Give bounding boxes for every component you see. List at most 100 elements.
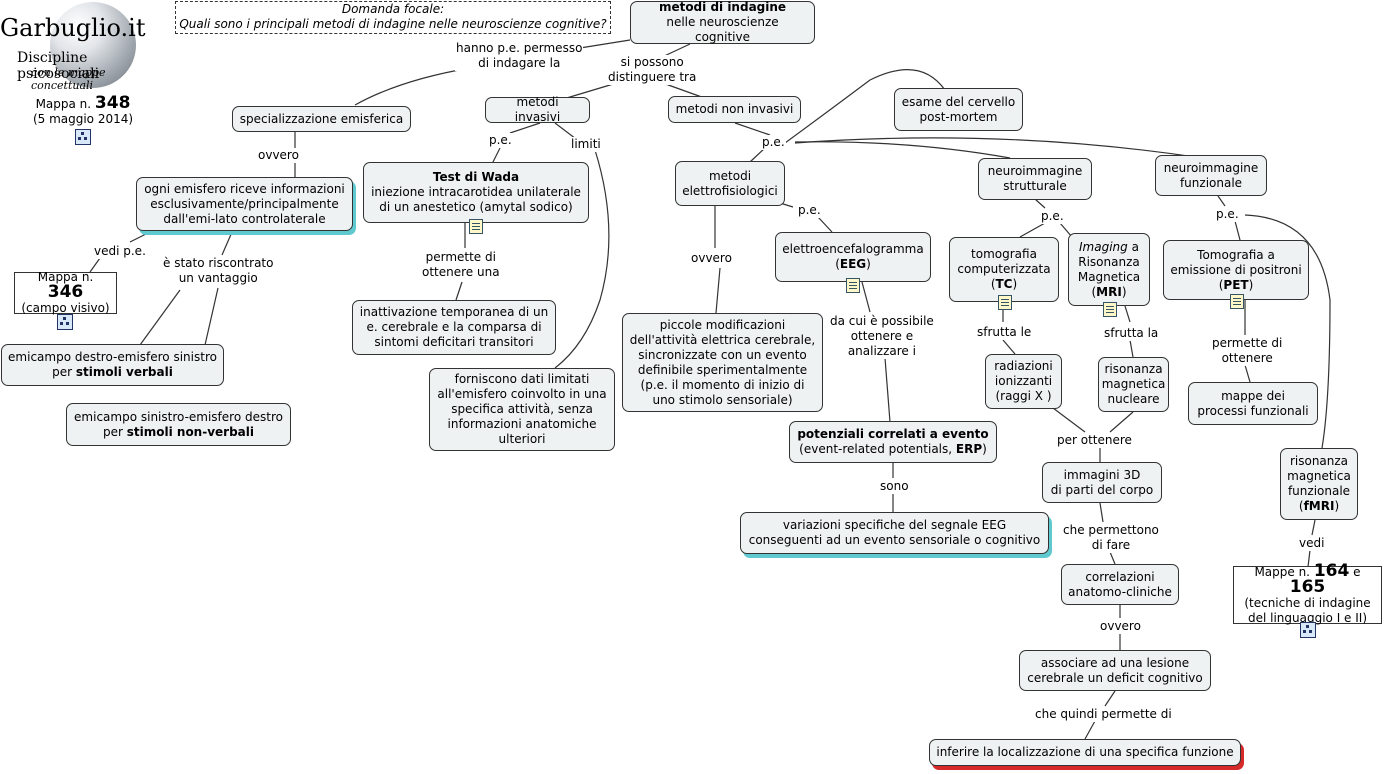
piccole-line: definibile sperimentalmente	[637, 362, 808, 377]
forn-line: all'emisfero coinvolto in una	[437, 387, 607, 401]
piccole-line: sincronizzate con un evento	[638, 347, 807, 362]
map-link-icon[interactable]	[75, 129, 91, 145]
fmri-line: funzionale	[1287, 484, 1351, 498]
associare-line: associare ad una lesione	[1040, 655, 1190, 670]
garbuglio-logo: Garbuglio.it Discipline psicosociali con…	[0, 0, 170, 160]
nonverbali-line1: emicampo sinistro-emisfero destro	[74, 409, 283, 424]
node-forniscono[interactable]: forniscono dati limitati all'emisfero co…	[429, 368, 615, 451]
mri-italic: Imaging	[1079, 239, 1128, 254]
map-link-icon[interactable]	[57, 314, 73, 330]
inatt-line: inattivazione temporanea di un	[359, 305, 549, 319]
variazioni-line: variazioni specifiche del segnale EEG	[782, 518, 1007, 532]
node-associare[interactable]: associare ad una lesione cerebrale un de…	[1019, 650, 1211, 691]
label-pe-2: p.e.	[761, 135, 786, 150]
node-neuro-funzionale[interactable]: neuroimmagine funzionale	[1155, 155, 1267, 196]
node-mri[interactable]: Imaging a Risonanza Magnetica (MRI)	[1068, 233, 1150, 306]
verbali-bold: stimoli verbali	[75, 365, 173, 379]
label-line: permette di	[1212, 336, 1283, 350]
logo-brand: Garbuglio.it	[0, 14, 146, 42]
node-inferire[interactable]: inferire la localizzazione di una specif…	[929, 739, 1241, 766]
ogni-line: ogni emisfero riceve informazioni	[144, 181, 345, 196]
node-mappa-346[interactable]: Mappa n. 346 (campo visivo)	[14, 270, 117, 315]
node-test-wada[interactable]: Test di Wada iniezione intracarotidea un…	[363, 162, 589, 223]
note-icon[interactable]	[846, 278, 860, 293]
risonanza-line: nucleare	[1107, 392, 1160, 406]
root-title: metodi di indagine	[658, 0, 787, 14]
esame-line: post-mortem	[919, 109, 998, 124]
node-erp[interactable]: potenziali correlati a evento (event-rel…	[789, 421, 997, 463]
funz-line: neuroimmagine	[1163, 160, 1259, 175]
node-specializzazione[interactable]: specializzazione emisferica	[232, 106, 411, 132]
label-sfrutta-la: sfrutta la	[1103, 326, 1160, 341]
tc-line: tomografia	[971, 247, 1037, 261]
label-line: analizzare i	[847, 344, 916, 358]
map-info: Mappa n. 348 (5 maggio 2014)	[20, 93, 146, 149]
variazioni-line: conseguenti ad un evento sensoriale o co…	[748, 533, 1041, 547]
mappe-line: processi funzionali	[1197, 403, 1309, 418]
focal-title: Domanda focale:	[341, 2, 445, 16]
node-tc[interactable]: tomografia computerizzata (TC)	[949, 237, 1059, 302]
mappa346-number: 346	[47, 282, 84, 302]
label-line: ottenere	[1221, 351, 1273, 365]
mri-line: Risonanza	[1078, 254, 1140, 269]
node-mappe-164-165[interactable]: Mappe n. 164 e 165 (tecniche di indagine…	[1233, 563, 1382, 625]
node-stimoli-verbali[interactable]: emicampo destro-emisfero sinistro per st…	[1, 344, 224, 386]
label-permette: permette di ottenere una	[421, 250, 501, 280]
mri-rest: a	[1131, 239, 1139, 254]
noninvasivi-text: metodi non invasivi	[675, 102, 794, 116]
map-link-icon[interactable]	[1300, 622, 1316, 638]
strutt-line: neuroimmagine	[987, 164, 1083, 178]
node-fmri[interactable]: risonanza magnetica funzionale (fMRI)	[1280, 448, 1358, 520]
mri-bold: MRI	[1096, 284, 1122, 299]
nonverbali-bold: stimoli non-verbali	[126, 424, 254, 439]
elettro-line: elettrofisiologici	[682, 183, 778, 198]
node-correlazioni[interactable]: correlazioni anatomo-cliniche	[1061, 564, 1179, 605]
label-line: che permettono	[1063, 523, 1159, 537]
note-icon[interactable]	[1230, 294, 1244, 309]
node-metodi-invasivi[interactable]: metodi invasivi	[485, 95, 590, 124]
node-mappe-processi[interactable]: mappe dei processi funzionali	[1188, 382, 1318, 425]
node-ogni-emisfero[interactable]: ogni emisfero riceve informazioni esclus…	[136, 177, 353, 231]
forn-line: specifica attività, senza	[451, 402, 593, 416]
node-root[interactable]: metodi di indagine nelle neuroscienze co…	[630, 0, 815, 44]
node-variazioni[interactable]: variazioni specifiche del segnale EEG co…	[740, 512, 1049, 554]
map-number: 348	[94, 93, 131, 113]
label-line: da cui è possibile	[830, 314, 934, 328]
node-stimoli-nonverbali[interactable]: emicampo sinistro-emisfero destro per st…	[66, 403, 291, 446]
verbali-line1: emicampo destro-emisfero sinistro	[8, 350, 217, 364]
invasivi-text: metodi invasivi	[514, 95, 561, 124]
label-limiti: limiti	[570, 137, 602, 152]
label-sono: sono	[879, 479, 910, 494]
strutt-line: strutturale	[1003, 179, 1067, 193]
label-pe-3: p.e.	[797, 203, 822, 218]
radiazioni-line: ionizzanti	[994, 374, 1053, 388]
label-per-ottenere: per ottenere	[1056, 433, 1133, 448]
note-icon[interactable]	[469, 219, 483, 234]
label-che-quindi: che quindi permette di	[1034, 707, 1173, 722]
node-esame-post-mortem[interactable]: esame del cervello post-mortem	[894, 88, 1023, 131]
node-neuro-strutturale[interactable]: neuroimmagine strutturale	[978, 158, 1092, 200]
map-date: (5 maggio 2014)	[32, 112, 134, 126]
m164-mid: e	[1353, 565, 1361, 579]
node-elettrofisiologici[interactable]: metodi elettrofisiologici	[675, 161, 785, 206]
label-line: di fare	[1091, 538, 1131, 552]
node-inattivazione[interactable]: inattivazione temporanea di un e. cerebr…	[352, 300, 556, 355]
label-pe-4: p.e.	[1040, 209, 1065, 224]
node-piccole-modificazioni[interactable]: piccole modificazioni dell'attività elet…	[622, 313, 823, 412]
wada-line: iniezione intracarotidea unilaterale	[371, 185, 581, 199]
node-eeg[interactable]: elettroencefalogramma (EEG)	[775, 232, 931, 282]
note-icon[interactable]	[998, 295, 1012, 310]
esame-line: esame del cervello	[901, 94, 1016, 109]
pet-line: Tomografia a	[1197, 247, 1275, 262]
node-immagini-3d[interactable]: immagini 3D di parti del corpo	[1042, 462, 1162, 503]
node-radiazioni[interactable]: radiazioni ionizzanti (raggi X )	[985, 354, 1062, 409]
logo-sphere	[50, 2, 136, 88]
label-ovvero-3: ovvero	[1099, 619, 1142, 634]
wada-title: Test di Wada	[432, 170, 520, 184]
m164-line: (tecniche di indagine	[1244, 596, 1371, 610]
node-metodi-non-invasivi[interactable]: metodi non invasivi	[668, 96, 801, 123]
node-pet[interactable]: Tomografia a emissione di positroni (PET…	[1163, 240, 1309, 300]
forn-line: forniscono dati limitati	[454, 372, 590, 386]
node-risonanza-nucleare[interactable]: risonanza magnetica nucleare	[1098, 357, 1169, 412]
note-icon[interactable]	[1103, 302, 1117, 317]
